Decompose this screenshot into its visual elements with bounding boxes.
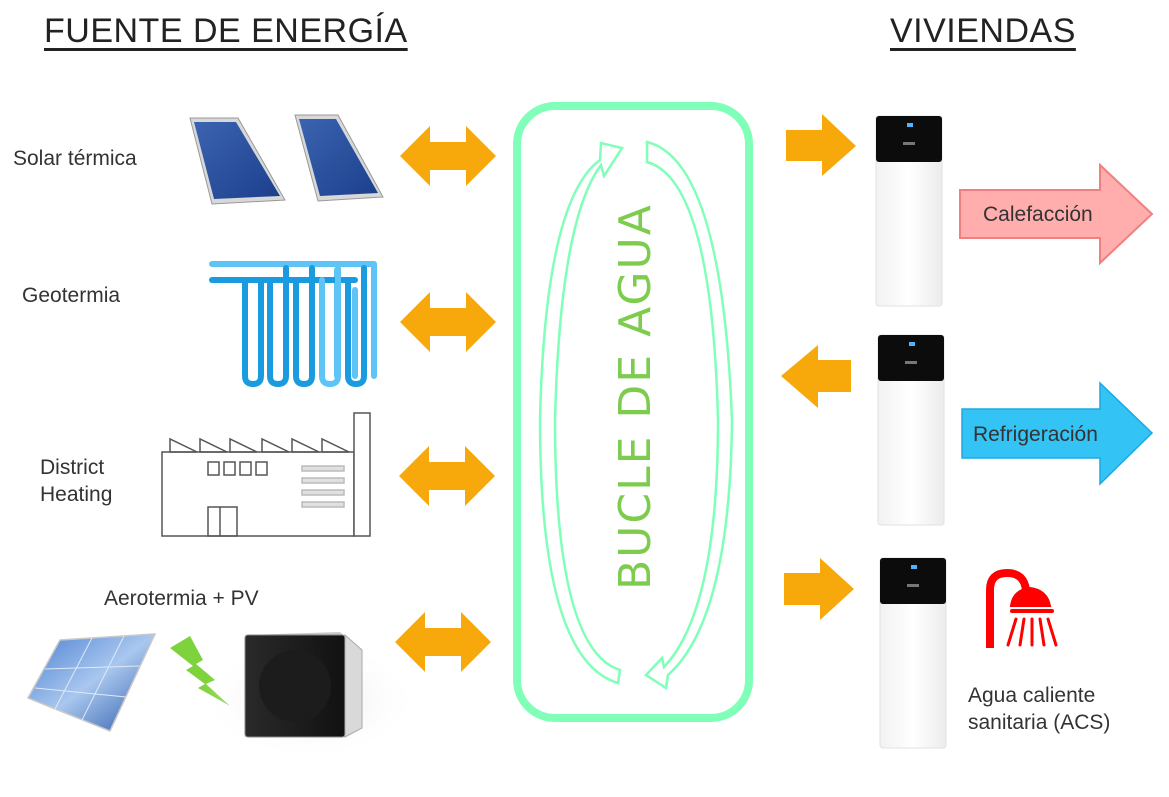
homes-heading: VIVIENDAS [890,12,1076,50]
arrow-from-home-cooling [781,345,851,408]
source-label-district-line2: Heating [40,483,113,507]
loop-arrow-up [538,141,625,685]
output-arrow-heating: Calefacción [959,162,1154,266]
source-label-solar-thermal: Solar térmica [13,147,137,170]
output-label-heating: Calefacción [983,203,1093,226]
output-label-acs-line2: sanitaria (ACS) [968,711,1111,735]
output-label-cooling: Refrigeración [973,423,1098,446]
factory-icon [161,412,371,537]
bidirectional-arrow-aerothermal [395,612,491,672]
source-label-district-heating: District Heating [40,454,112,509]
arrow-to-home-acs [784,558,854,620]
loop-arrow-down [644,140,734,691]
indoor-unit-acs [879,557,947,749]
arrow-to-home-heating [786,114,856,176]
source-label-aerothermal-pv: Aerotermia + PV [104,587,259,610]
lightning-icon [170,636,230,706]
heat-pump-outdoor-unit-icon [200,632,420,760]
bidirectional-arrow-geothermal [400,292,496,352]
bidirectional-arrow-solar [400,126,496,186]
indoor-unit-cooling [877,334,945,526]
water-loop: BUCLE DE AGUA [513,102,753,722]
bidirectional-arrow-district [399,446,495,506]
solar-thermal-panel-icon [189,114,384,205]
output-arrow-cooling: Refrigeración [961,381,1154,486]
loop-label: BUCLE DE AGUA [610,203,661,590]
indoor-unit-heating [875,115,943,307]
pv-panel-icon [26,633,157,732]
source-label-geothermal: Geotermia [22,284,121,307]
source-label-district-line1: District [40,456,105,479]
output-label-acs-line1: Agua caliente [968,684,1096,707]
shower-icon [986,568,1058,648]
sources-heading: FUENTE DE ENERGÍA [44,12,408,50]
geothermal-loop-icon [209,261,377,387]
output-label-acs: Agua caliente sanitaria (ACS) [968,682,1110,737]
